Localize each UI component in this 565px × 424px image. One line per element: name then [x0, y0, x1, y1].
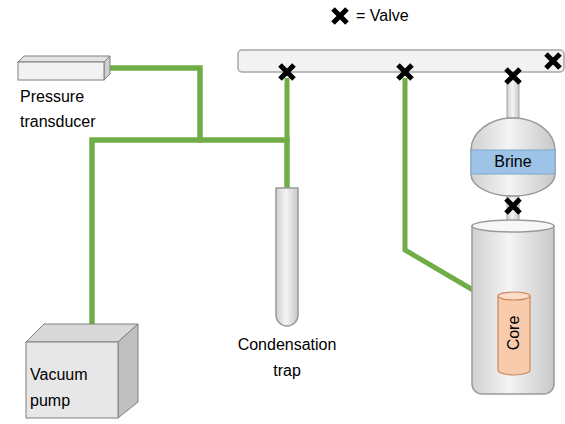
legend-label: = Valve	[356, 6, 409, 26]
core-sample: Core	[497, 290, 531, 376]
condensation-trap: Condensation trap	[222, 186, 352, 382]
valve-symbol	[506, 69, 520, 83]
pump-side	[118, 324, 138, 418]
pipe-connector	[92, 140, 287, 328]
trap-tube	[276, 188, 298, 326]
condensation-trap-label: Condensation trap	[232, 332, 342, 384]
valve-symbol	[398, 65, 412, 79]
core-top	[498, 292, 530, 300]
valve-symbol	[280, 65, 294, 79]
transducer-top	[18, 56, 110, 62]
valve-symbol	[506, 199, 520, 213]
core-sample-label: Core	[497, 290, 531, 376]
brine-vessel-label: Brine	[468, 152, 558, 172]
valve-group	[280, 54, 560, 213]
core-holder-top	[472, 220, 554, 232]
vacuum-pump-label: Vacuum pump	[30, 362, 116, 414]
pump-front	[26, 342, 118, 418]
pipe-connector	[110, 68, 287, 188]
pressure-transducer: Pressure transducer	[18, 54, 118, 130]
pipe-line	[287, 78, 473, 290]
transducer-front	[18, 62, 104, 80]
transducer-side	[104, 56, 110, 80]
core-holder	[472, 226, 554, 394]
pipe-connector	[92, 68, 200, 328]
valve-symbol	[333, 9, 347, 23]
legend-item: = Valve	[330, 6, 409, 26]
pipe-line	[405, 78, 473, 290]
pipe-line	[285, 78, 290, 142]
brine-neck	[507, 80, 519, 118]
pressure-transducer-label: Pressure transducer	[20, 84, 120, 134]
brine-vessel: Brine	[468, 116, 558, 200]
valve-symbol	[546, 54, 560, 68]
legend-valve-symbol	[330, 6, 350, 26]
vacuum-pump: Vacuum pump	[26, 322, 140, 418]
